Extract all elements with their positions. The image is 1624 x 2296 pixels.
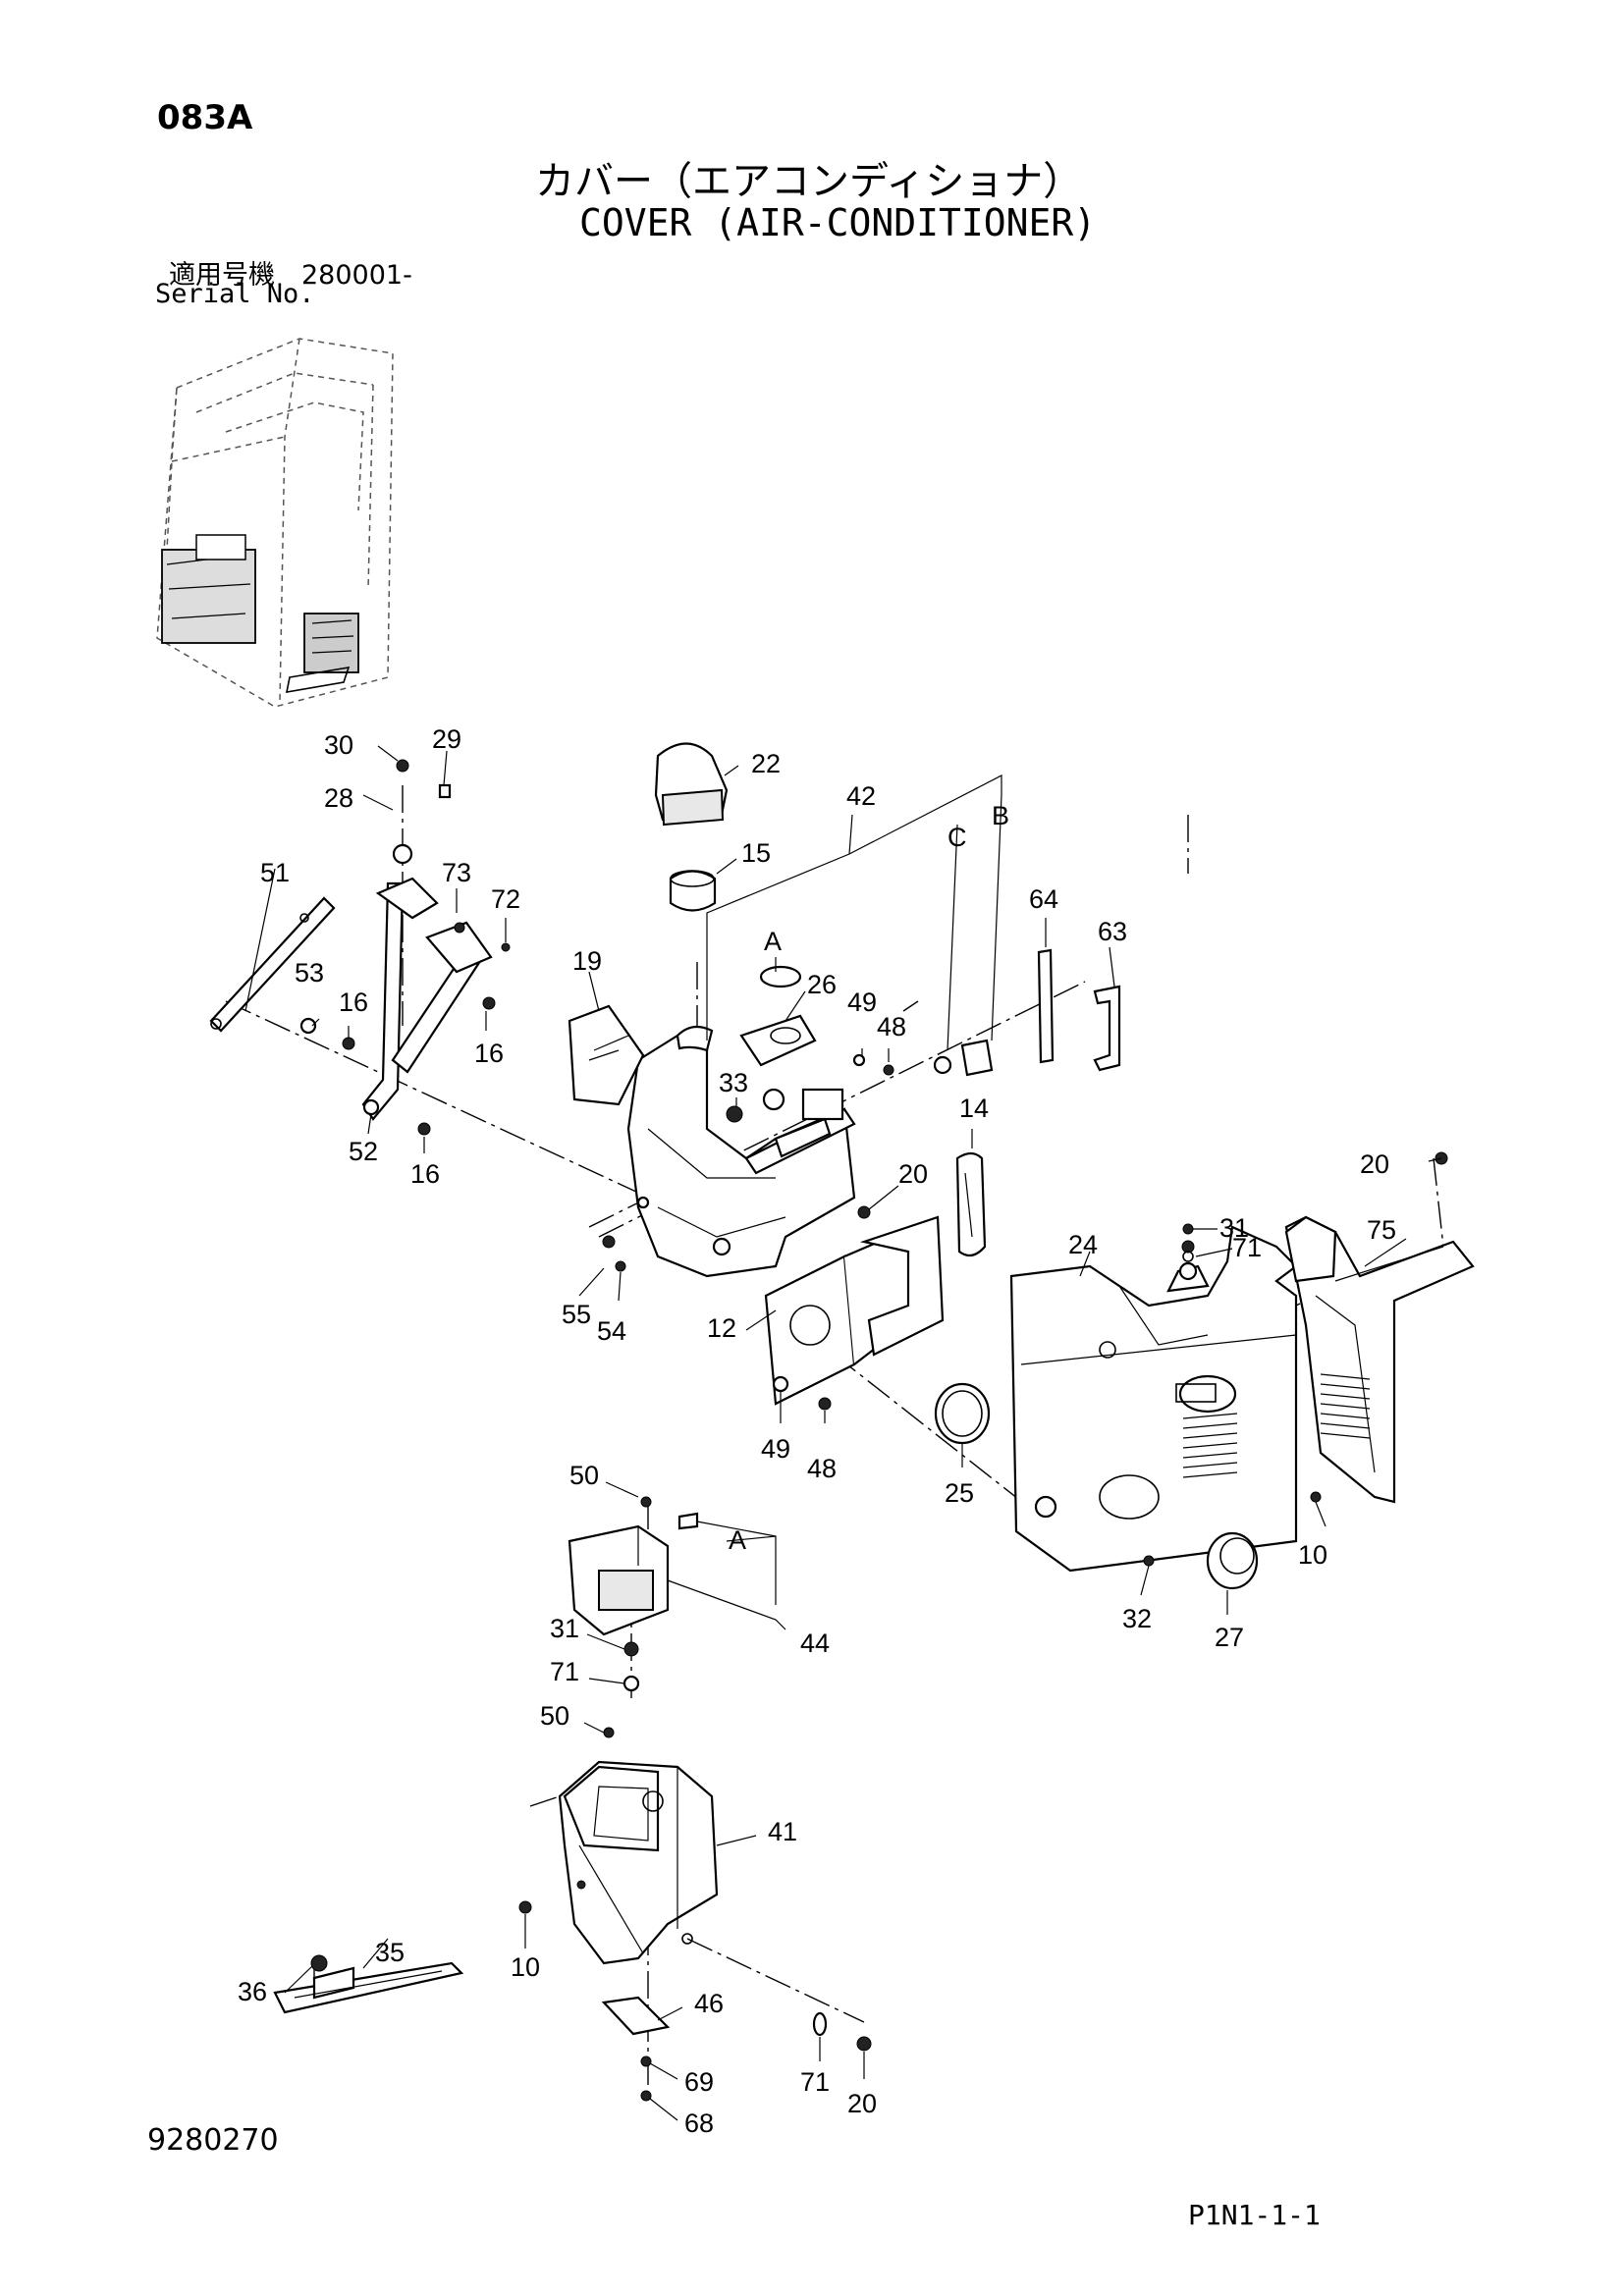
callout-42: 42 <box>846 781 876 811</box>
serial-label-english: Serial No. <box>155 279 315 309</box>
callout-36: 36 <box>238 1977 267 2006</box>
ring-25 <box>934 1382 991 1445</box>
leader-lines <box>244 745 1442 2121</box>
callout-72: 72 <box>491 884 520 914</box>
rail-35 <box>273 1954 464 2014</box>
page-code: 083A <box>157 98 253 137</box>
callout-26: 26 <box>807 970 837 999</box>
clip-26 <box>739 965 994 1077</box>
callout-54: 54 <box>597 1316 626 1346</box>
callout-73: 73 <box>442 858 471 887</box>
callout-63: 63 <box>1098 917 1127 946</box>
callout-50-top: 50 <box>569 1461 599 1490</box>
callout-14: 14 <box>959 1094 989 1123</box>
callout-22: 22 <box>751 749 781 778</box>
duct-75-grille <box>1320 1373 1371 1439</box>
callout-71-bottom: 71 <box>800 2067 830 2097</box>
callout-20-mid: 20 <box>898 1159 928 1189</box>
callout-44: 44 <box>800 1629 830 1658</box>
seal-14 <box>955 1151 987 1257</box>
callout-20-right: 20 <box>1360 1149 1389 1179</box>
callout-75: 75 <box>1367 1215 1396 1245</box>
callout-33: 33 <box>719 1068 748 1097</box>
callout-48-low: 48 <box>807 1454 837 1483</box>
seal-63-64 <box>1037 948 1121 1072</box>
callout-15: 15 <box>741 838 771 868</box>
callout-71-low: 71 <box>550 1657 579 1686</box>
page-reference: P1N1-1-1 <box>1188 2199 1321 2231</box>
callout-55: 55 <box>562 1300 591 1329</box>
plate-19 <box>568 1004 645 1106</box>
duct-housing-42 <box>626 1025 856 1278</box>
cap-27 <box>1206 1531 1259 1590</box>
cab-locator-view <box>156 338 394 708</box>
callout-51: 51 <box>260 858 290 887</box>
callout-41: 41 <box>768 1817 797 1846</box>
callout-12: 12 <box>707 1313 736 1343</box>
callout-B: B <box>992 801 1009 830</box>
callout-64: 64 <box>1029 884 1058 914</box>
lever-assembly <box>209 759 511 1136</box>
callout-A-low: A <box>729 1525 746 1555</box>
cover-24-louver <box>1182 1413 1238 1478</box>
callout-48-top: 48 <box>877 1012 906 1041</box>
cover-24 <box>1009 1225 1298 1573</box>
callout-16-b: 16 <box>474 1039 504 1068</box>
callout-A-top: A <box>764 927 782 956</box>
callout-labels: 30 29 28 22 42 15 C B 51 73 72 A 64 63 1… <box>238 724 1396 2138</box>
serial-label-japanese: 適用号機 280001- <box>169 260 412 291</box>
callout-16-c: 16 <box>410 1159 440 1189</box>
callout-31-right: 31 <box>1219 1213 1249 1243</box>
callout-50-low: 50 <box>540 1701 569 1731</box>
callout-53: 53 <box>295 958 324 988</box>
callout-30: 30 <box>324 730 353 760</box>
duct-41 <box>518 1760 719 1965</box>
callout-68: 68 <box>684 2109 714 2138</box>
callout-49-low: 49 <box>761 1434 790 1464</box>
callout-10-right: 10 <box>1298 1540 1327 1570</box>
duct-cap-22 <box>654 742 729 912</box>
callout-28: 28 <box>324 783 353 813</box>
callout-52: 52 <box>349 1137 378 1166</box>
drawing-number: 9280270 <box>147 2123 279 2158</box>
title-english: COVER (AIR-CONDITIONER) <box>579 201 1097 244</box>
callout-20-bottom: 20 <box>847 2089 877 2118</box>
callout-29: 29 <box>432 724 461 754</box>
callout-32: 32 <box>1122 1604 1152 1633</box>
callout-71-right: 71 <box>1232 1233 1262 1262</box>
small-hardware <box>601 1223 1194 2102</box>
callout-31-low: 31 <box>550 1614 579 1643</box>
callout-C: C <box>947 823 967 852</box>
callout-27: 27 <box>1215 1623 1244 1652</box>
callout-19: 19 <box>572 946 602 976</box>
callout-25: 25 <box>945 1478 974 1508</box>
callout-16-a: 16 <box>339 988 368 1017</box>
duct-75 <box>1284 1151 1475 1504</box>
callout-24: 24 <box>1068 1230 1098 1259</box>
bracket-12 <box>764 1205 945 1411</box>
callout-10-low: 10 <box>511 1952 540 1982</box>
callout-49-top: 49 <box>847 988 877 1017</box>
callout-46: 46 <box>694 1989 724 2018</box>
box-44 <box>568 1496 699 1738</box>
callout-35: 35 <box>375 1938 405 1967</box>
title-japanese: カバー（エアコンディショナ） <box>535 159 1083 204</box>
callout-69: 69 <box>684 2067 714 2097</box>
